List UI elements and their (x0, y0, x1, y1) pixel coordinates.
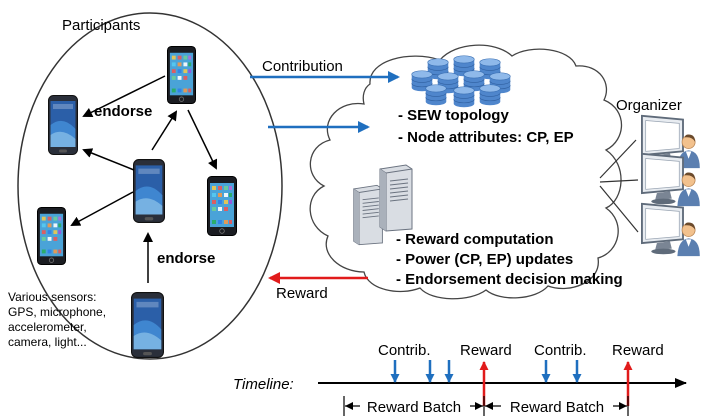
smartphone-icon (167, 45, 196, 105)
timeline-event-label: Reward (460, 342, 512, 359)
batch-label-bg (501, 398, 613, 415)
cloud-power-updates-line: - Power (CP, EP) updates (396, 251, 573, 268)
smartphone-icon (207, 175, 237, 237)
batch-label: Reward Batch (367, 399, 461, 416)
endorse-label-bottom: endorse (157, 250, 215, 267)
timeline-label: Timeline: (233, 376, 294, 393)
sensors-line: Various sensors: (8, 290, 96, 304)
batch-label-bg (360, 398, 470, 415)
smartphone-icon (131, 291, 164, 359)
edge-center-to-top (151, 110, 178, 151)
edge-top-to-right (187, 109, 218, 170)
endorse-label-top: endorse (94, 103, 152, 120)
sensors-line: camera, light... (8, 335, 87, 349)
cloud-reward-computation-line: - Reward computation (396, 231, 554, 248)
batch-label: Reward Batch (510, 399, 604, 416)
smartphone-icon (48, 94, 78, 156)
organizer-link-middle (599, 179, 639, 183)
timeline-event-label: Reward (612, 342, 664, 359)
cloud-shape (309, 44, 622, 300)
server-icon (379, 164, 413, 232)
cloud-attributes-line: - Node attributes: CP, EP (398, 129, 574, 146)
endorsement-edges (70, 75, 218, 283)
timeline-event-label: Contrib. (378, 342, 431, 359)
organizer-link-top (599, 139, 637, 179)
smartphone-icon (37, 206, 66, 266)
computer-user-icon (640, 202, 701, 258)
organizer-title: Organizer (616, 97, 682, 114)
sensors-line: accelerometer, (8, 320, 87, 334)
edge-top-to-left (82, 75, 166, 117)
organizer-link-bottom (599, 185, 639, 233)
edge-center-to-left (82, 148, 135, 171)
timeline-event-label: Contrib. (534, 342, 587, 359)
sensors-text: Various sensors: GPS, microphone, accele… (8, 290, 106, 349)
cloud-topology-line: - SEW topology (398, 107, 509, 124)
participants-boundary (17, 12, 283, 360)
participants-title: Participants (62, 17, 140, 34)
smartphone-icon (133, 158, 165, 224)
contribution-label: Contribution (262, 58, 343, 75)
reward-label: Reward (276, 285, 328, 302)
sensors-line: GPS, microphone, (8, 305, 106, 319)
edge-center-to-lower-left (70, 191, 134, 226)
server-icon (353, 184, 383, 246)
cloud-decision-making-line: - Endorsement decision making (396, 271, 623, 288)
